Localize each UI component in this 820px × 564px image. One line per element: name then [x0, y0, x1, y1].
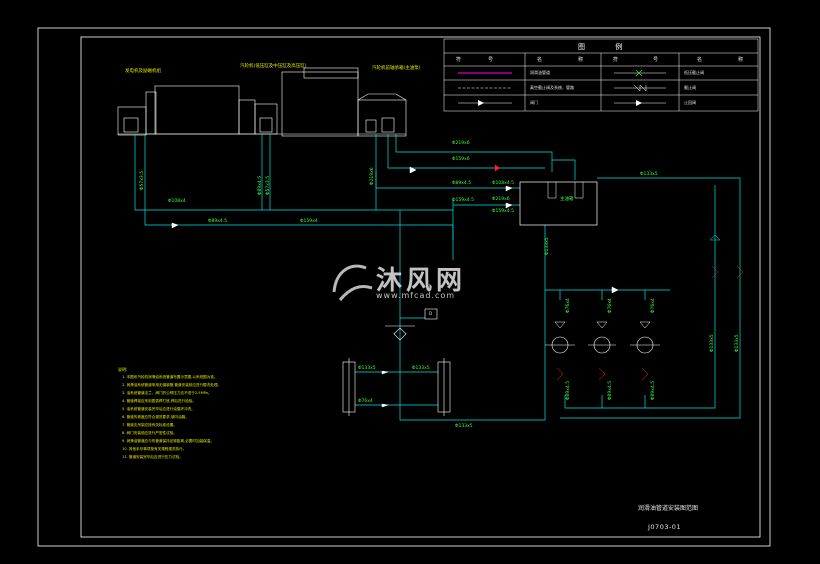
drawing-number: J0703-01	[648, 523, 682, 531]
valves	[171, 164, 744, 408]
legend-header-4: 称	[578, 57, 584, 63]
pipe-label-18: Φ133x5	[735, 334, 740, 352]
inner-frame	[80, 36, 761, 538]
pipe-label-2: Φ108x4	[168, 199, 186, 204]
legend-item-stop-valve: 截止阀	[684, 85, 696, 90]
pipe-label-12: Φ219x6	[492, 197, 510, 202]
lube-oil-pipes	[134, 134, 741, 421]
legend-header-2: 号	[488, 57, 494, 63]
drawing-title: 润滑油管道安装图范图	[638, 505, 699, 512]
pipe-label-25: Φ133x5	[358, 366, 376, 371]
pipe-label-24: Φ89x4.5	[651, 380, 656, 400]
oil-filter	[385, 325, 415, 341]
legend-header-6: 号	[653, 57, 659, 63]
oil-pumps	[545, 336, 660, 354]
pipe-label-26: Φ133x5	[412, 366, 430, 371]
legend-symbols	[458, 69, 666, 106]
label-turbine: 汽轮机(低压缸及中压缸及高压缸)	[240, 64, 307, 69]
note-line: 6. 管道的坡度应符合规范要求,坡向油箱。	[122, 415, 189, 419]
turbine-generator-outline	[117, 67, 407, 137]
pipe-label-23: Φ89x4.5	[608, 380, 613, 400]
pipe-label-3: Φ89x4.5	[258, 175, 263, 195]
pipe-label-15: Φ133x5	[640, 172, 658, 177]
note-line: 2. 润滑油系统管道采用无缝钢管,管道安装前应进行酸洗处理。	[122, 383, 222, 387]
pipe-label-13: Φ159x4.5	[452, 198, 474, 203]
outer-frame	[37, 27, 771, 547]
legend-header-5: 符	[613, 57, 619, 63]
pipe-label-8: Φ219x6	[452, 141, 470, 146]
legend-table	[443, 38, 759, 112]
legend-header-1: 符	[456, 57, 462, 63]
pipe-label-7: Φ219x6	[370, 167, 375, 185]
pipe-label-20: Φ76x4	[608, 298, 613, 313]
pipe-label-5: Φ89x4.5	[208, 219, 228, 224]
main-oil-tank	[519, 181, 598, 226]
note-line: 3. 油系统管道法兰、阀门的公称压力应不低于2.5MPa。	[122, 391, 212, 395]
note-line: 7. 管道支吊架应按有关标准设置。	[122, 423, 177, 427]
valve-box	[424, 308, 438, 320]
red-valve-right2	[736, 265, 744, 279]
note-line: 4. 管道焊接应采用氩弧焊打底,焊后进行检验。	[122, 399, 196, 403]
legend-header-8: 称	[738, 57, 744, 63]
label-generator: 发电机及励磁机组	[125, 69, 161, 74]
watermark-main: 沐风网	[376, 266, 467, 296]
pump-red-valve-2	[598, 367, 606, 381]
pipe-label-21: Φ76x4	[651, 298, 656, 313]
pipe-label-27: Φ76x4	[358, 399, 373, 404]
legend-item-valve: 阀门	[530, 100, 538, 105]
pipe-label-28: Φ133x5	[455, 424, 473, 429]
pipe-label-1: Φ57x3.5	[140, 170, 145, 190]
pipe-label-6: Φ57x3.5	[266, 175, 271, 195]
legend-item-lube-oil: 润滑油管道	[530, 70, 550, 75]
note-line: 9. 润滑油管道应与热管道保持足够距离,必要时加装保温。	[122, 439, 214, 443]
legend-item-low-pressure-valve: 低压截止阀	[684, 70, 704, 75]
pipe-label-17: Φ133x5	[710, 334, 715, 352]
legend-header-3: 名	[537, 57, 543, 63]
label-oil-tank: 主油箱	[560, 197, 574, 202]
legend-item-vacuum: 真空截止阀及系统、管路	[530, 85, 574, 90]
tank-internals	[547, 182, 584, 199]
pipe-label-16: Φ133x5	[545, 237, 550, 255]
red-valve-right	[711, 265, 719, 279]
watermark-url: www.mfcad.com	[376, 291, 456, 300]
note-line: 8. 阀门安装前应进行严密性试验。	[122, 431, 177, 435]
valve-box-tag: D	[429, 311, 433, 316]
pipe-label-4: Φ159x4	[300, 219, 318, 224]
pipe-label-14: Φ159x4.5	[492, 209, 514, 214]
legend-title: 图 例	[578, 43, 637, 51]
pump-red-valve-1	[556, 367, 564, 381]
pump-red-valve-3	[641, 367, 649, 381]
oil-coolers	[342, 358, 451, 416]
notes-header: 说明:	[118, 367, 128, 372]
pipe-label-19: Φ76x4	[566, 298, 571, 313]
legend-item-check-valve: 止回阀	[684, 100, 696, 105]
red-check-valve	[494, 164, 501, 172]
pipe-label-10: Φ89x4.5	[452, 181, 472, 186]
watermark-logo	[332, 264, 373, 301]
label-front-bearing: 汽轮机前轴承箱(主油泵)	[372, 66, 421, 71]
note-line: 10. 其他未尽事项按有关规程规范执行。	[122, 447, 187, 451]
pipe-label-22: Φ89x4.5	[566, 380, 571, 400]
note-line: 1. 本图系汽轮机润滑油系统管道布置示意图,以系统图为准。	[122, 375, 218, 379]
pipe-label-11: Φ108x4.5	[492, 181, 514, 186]
note-line: 11. 管道安装完毕后应进行压力试验。	[122, 455, 183, 459]
pipe-label-9: Φ159x6	[452, 157, 470, 162]
legend-header-7: 名	[697, 57, 703, 63]
note-line: 5. 油系统管道安装完毕后应进行油循环冲洗。	[122, 407, 195, 411]
